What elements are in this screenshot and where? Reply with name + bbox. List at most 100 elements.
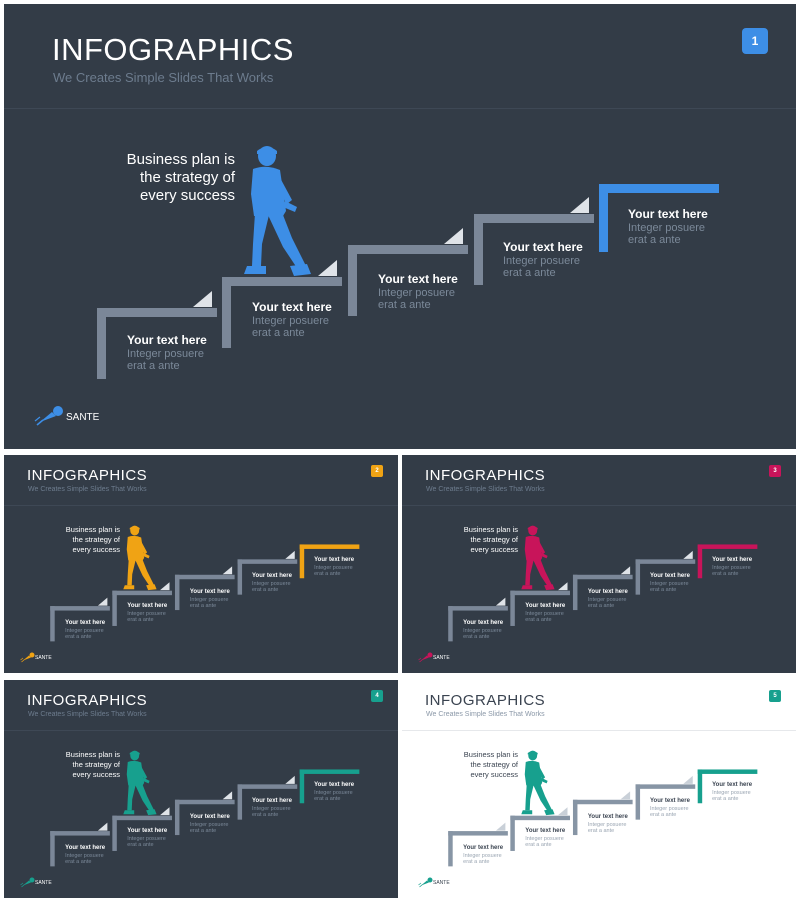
header-divider <box>402 505 796 506</box>
rocket-logo <box>418 877 433 888</box>
quote-line: every success <box>72 545 120 554</box>
step-body-line: erat a ante <box>525 617 552 624</box>
quote-text: Business plan is the strategy of every s… <box>464 750 518 780</box>
quote-line: the strategy of <box>72 535 120 544</box>
step-heading: Your text here <box>252 573 292 580</box>
step-heading: Your text here <box>189 589 230 596</box>
slide-title: INFOGRAPHICS <box>425 692 546 709</box>
step-body-line: Integer posuere <box>650 806 689 813</box>
quote-text: Business plan is the strategy of every s… <box>127 151 235 205</box>
step-body-line: erat a ante <box>127 360 180 372</box>
step-body-line: erat a ante <box>252 812 279 819</box>
step-body-line: erat a ante <box>587 828 615 835</box>
step-body-line: Integer posuere <box>525 836 564 843</box>
step-riser <box>174 574 180 611</box>
quote-line: Business plan is <box>65 750 120 759</box>
step-body-line: Integer posuere <box>650 581 689 588</box>
step-triangle <box>285 775 295 784</box>
step-body-line: Integer posuere <box>314 564 353 571</box>
slide-subtitle: We Creates Simple Slides That Works <box>53 70 274 85</box>
staircase <box>97 146 719 379</box>
walking-person-icon <box>521 750 555 816</box>
step-body-line: erat a ante <box>65 633 92 640</box>
staircase <box>448 525 758 642</box>
step-triangle <box>285 550 295 559</box>
step-triangle <box>444 228 463 244</box>
step-top-bar <box>237 559 298 564</box>
walking-person-icon <box>521 525 555 591</box>
step-riser <box>237 559 243 595</box>
quote-line: the strategy of <box>470 760 518 769</box>
step-top-bar <box>599 184 719 193</box>
step-body-line: Integer posuere <box>712 564 751 571</box>
slide-5: INFOGRAPHICS We Creates Simple Slides Th… <box>402 680 796 898</box>
step-riser <box>599 184 608 252</box>
step-body-line: erat a ante <box>650 587 677 594</box>
slide-number-badge: 4 <box>371 690 383 702</box>
step-top-bar <box>112 815 172 821</box>
quote-line: every success <box>470 770 518 779</box>
step-top-bar <box>635 559 696 564</box>
quote-line: Business plan is <box>126 151 235 168</box>
slide-4: INFOGRAPHICS We Creates Simple Slides Th… <box>4 680 398 898</box>
quote-line: every success <box>139 187 235 204</box>
step-heading: Your text here <box>628 207 708 221</box>
step-heading: Your text here <box>127 333 207 347</box>
slide-3: INFOGRAPHICS We Creates Simple Slides Th… <box>402 455 796 673</box>
step-body-line: erat a ante <box>65 858 92 865</box>
step-body-line: erat a ante <box>189 603 217 610</box>
step-heading: Your text here <box>587 589 628 596</box>
step-body-line: erat a ante <box>650 812 677 819</box>
step-heading: Your text here <box>252 798 292 805</box>
staircase <box>50 525 360 642</box>
step-body-line: Integer posuere <box>503 255 581 267</box>
step-top-bar <box>174 574 235 580</box>
step-triangle <box>318 260 337 276</box>
step-triangle <box>558 807 568 816</box>
step-heading: Your text here <box>503 240 583 254</box>
quote-text: Business plan is the strategy of every s… <box>464 525 518 555</box>
step-triangle <box>683 550 693 559</box>
step-body-line: Integer posuere <box>314 789 353 796</box>
header-divider <box>4 505 398 506</box>
step-riser <box>299 769 305 804</box>
quote-line: the strategy of <box>72 760 120 769</box>
step-triangle <box>222 566 233 575</box>
step-triangle <box>495 597 506 606</box>
step-body-line: Integer posuere <box>252 581 291 588</box>
step-triangle <box>193 291 212 307</box>
step-heading: Your text here <box>525 603 566 610</box>
quote-text: Business plan is the strategy of every s… <box>66 750 120 780</box>
step-body-line: erat a ante <box>712 570 739 577</box>
quote-line: the strategy of <box>470 535 518 544</box>
header-divider <box>402 730 796 731</box>
step-body-line: Integer posuere <box>252 806 291 813</box>
step-top-bar <box>448 831 508 836</box>
walking-person-icon <box>244 146 311 276</box>
step-body-line: Integer posuere <box>628 222 706 234</box>
staircase <box>448 750 758 867</box>
step-heading: Your text here <box>314 781 355 788</box>
step-heading: Your text here <box>189 814 230 821</box>
step-top-bar <box>474 214 594 223</box>
step-top-bar <box>222 277 342 286</box>
step-heading: Your text here <box>378 272 458 286</box>
step-riser <box>112 815 117 851</box>
step-top-bar <box>697 769 758 774</box>
step-triangle <box>620 791 631 800</box>
step-top-bar <box>237 784 298 789</box>
step-body-line: erat a ante <box>525 842 552 849</box>
slide-subtitle: We Creates Simple Slides That Works <box>28 711 147 718</box>
